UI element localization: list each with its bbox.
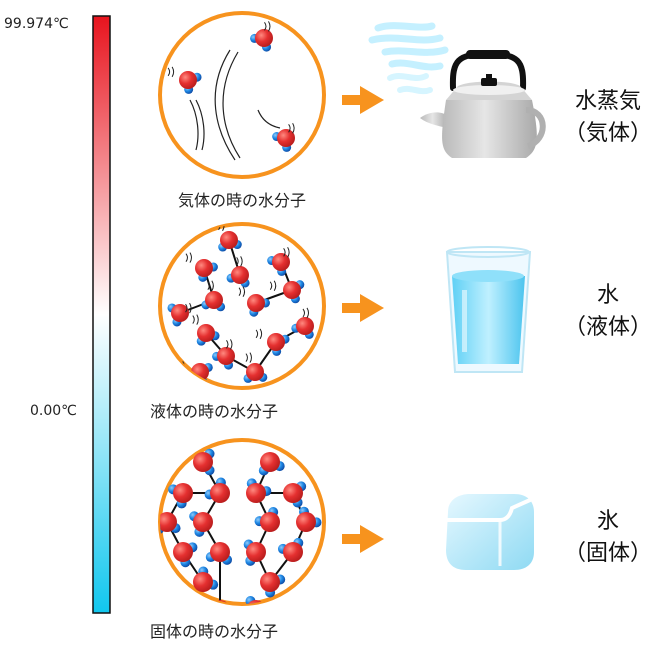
water-molecule [246,478,272,503]
thermometer-bar [92,15,111,614]
water-molecule [291,307,314,339]
water-molecule [267,247,290,276]
water-molecule [226,256,250,288]
water-molecule [189,511,213,537]
arrow-right-icon [342,525,384,553]
arrow-right-icon [342,86,384,114]
gas-caption: 気体の時の水分子 [178,191,307,210]
state-name: 水蒸気 [574,89,641,114]
water-molecule [167,66,202,94]
solid-molecules-circle [158,438,326,606]
arrow-right-icon [342,294,384,322]
kettle-icon [368,22,546,158]
liquid-caption: 液体の時の水分子 [150,402,279,421]
water-molecule [283,481,307,508]
thermometer-zero-label: 0.00℃ [30,403,77,419]
water-molecule [238,286,270,317]
state-name: 水 [596,283,619,308]
water-molecule [243,352,268,383]
water-molecule [250,21,273,52]
liquid-molecules-circle [158,222,326,390]
water-molecule [167,302,192,327]
water-molecule [201,280,226,312]
water-molecule [185,252,218,282]
water-molecule [269,280,305,304]
water-molecule [243,539,266,566]
water-molecule [258,452,285,476]
state-label-liquid: 水 （液体） [560,280,656,344]
state-label-solid: 氷 （固体） [560,506,656,570]
water-molecule [205,542,233,565]
solid-caption: 固体の時の水分子 [150,622,279,641]
ice-cube-icon [446,494,534,570]
water-molecule [260,572,286,598]
water-molecule [296,506,322,532]
water-molecule [193,448,215,476]
water-molecule [193,566,219,592]
water-molecule [212,339,235,370]
state-type: （気体） [563,121,652,146]
gas-molecules-circle [158,11,326,179]
glass-of-water-icon [445,246,532,373]
state-type: （固体） [563,541,652,566]
water-molecule [192,314,220,346]
state-name: 氷 [596,509,619,534]
thermometer-top-label: 99.974℃ [4,16,69,32]
state-type: （液体） [563,315,652,340]
water-molecule [168,483,193,509]
water-molecule [272,123,295,152]
state-label-gas: 水蒸気 （気体） [560,86,656,150]
water-molecule [255,328,290,356]
water-molecule [254,506,280,532]
water-molecule [277,537,304,562]
water-molecule [204,477,230,503]
water-molecule [218,224,242,252]
water-molecule [160,512,181,534]
water-molecule [173,542,198,568]
